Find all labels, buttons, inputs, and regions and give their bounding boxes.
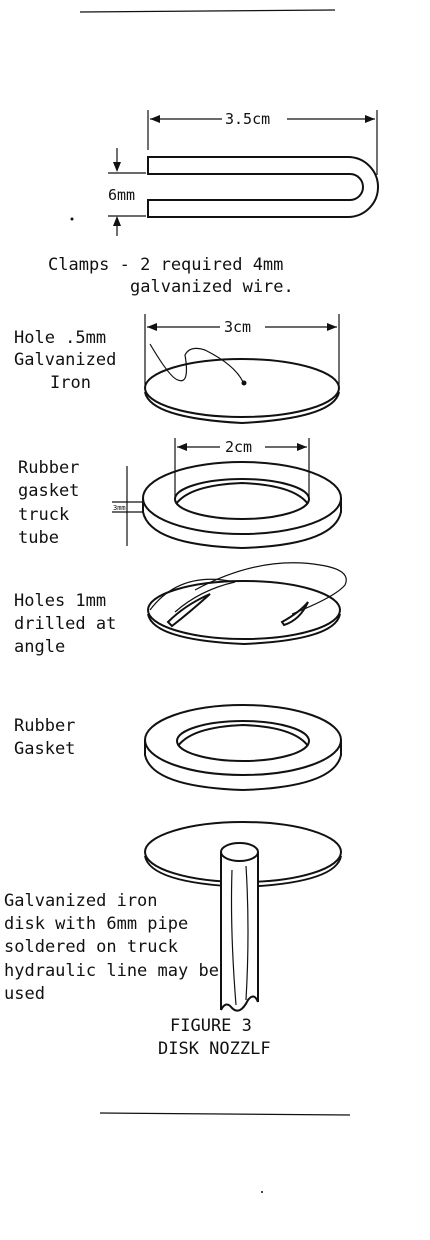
bottom-disk-label-5: used (4, 984, 45, 1004)
top-disk-drawing: 3cm (144, 314, 340, 425)
holes-disk-label-1: Holes 1mm (14, 591, 106, 611)
holes-disk-label-3: angle (14, 637, 65, 657)
top-gasket-thickness: 3mm (113, 504, 126, 512)
clamp-gap-dim: 6mm (108, 186, 135, 204)
clamp-caption-1: Clamps - 2 required 4mm (48, 255, 283, 275)
bottom-disk-label-3: soldered on truck (4, 937, 178, 957)
top-disk-label-1: Hole .5mm (14, 328, 106, 348)
top-gasket-label-2: gasket (18, 481, 79, 501)
bottom-gasket-label-2: Gasket (14, 739, 75, 759)
bottom-gasket-label-1: Rubber (14, 716, 75, 736)
top-gasket-dim: 2cm (225, 438, 252, 456)
bottom-disk-drawing (144, 821, 342, 1012)
top-disk-label-2: Galvanized (14, 350, 116, 370)
top-gasket-label-1: Rubber (18, 458, 79, 478)
figure-number: FIGURE 3 (170, 1016, 252, 1036)
bottom-disk-label-1: Galvanized iron (4, 891, 158, 911)
holes-disk-label-2: drilled at (14, 614, 116, 634)
clamp-drawing: 3.5cm 6mm (70, 110, 379, 236)
top-scan-line (79, 9, 336, 13)
bottom-scan-line (99, 1112, 351, 1116)
holes-disk-drawing (147, 562, 347, 646)
bottom-disk-label-4: hydraulic line may be (4, 961, 219, 981)
top-gasket-label-3: truck (18, 505, 69, 525)
clamp-caption-2: galvanized wire. (130, 277, 294, 297)
clamp-wire (147, 156, 379, 218)
top-disk-dim: 3cm (224, 318, 251, 336)
top-gasket-label-4: tube (18, 528, 59, 548)
figure-title: DISK NOZZLF (158, 1039, 271, 1059)
bottom-gasket-drawing (144, 704, 342, 792)
top-disk-label-3: Iron (50, 373, 91, 393)
bottom-disk-label-2: disk with 6mm pipe (4, 914, 188, 934)
top-gasket-drawing: 2cm 3mm (112, 438, 342, 550)
clamp-length-dim: 3.5cm (225, 110, 270, 128)
